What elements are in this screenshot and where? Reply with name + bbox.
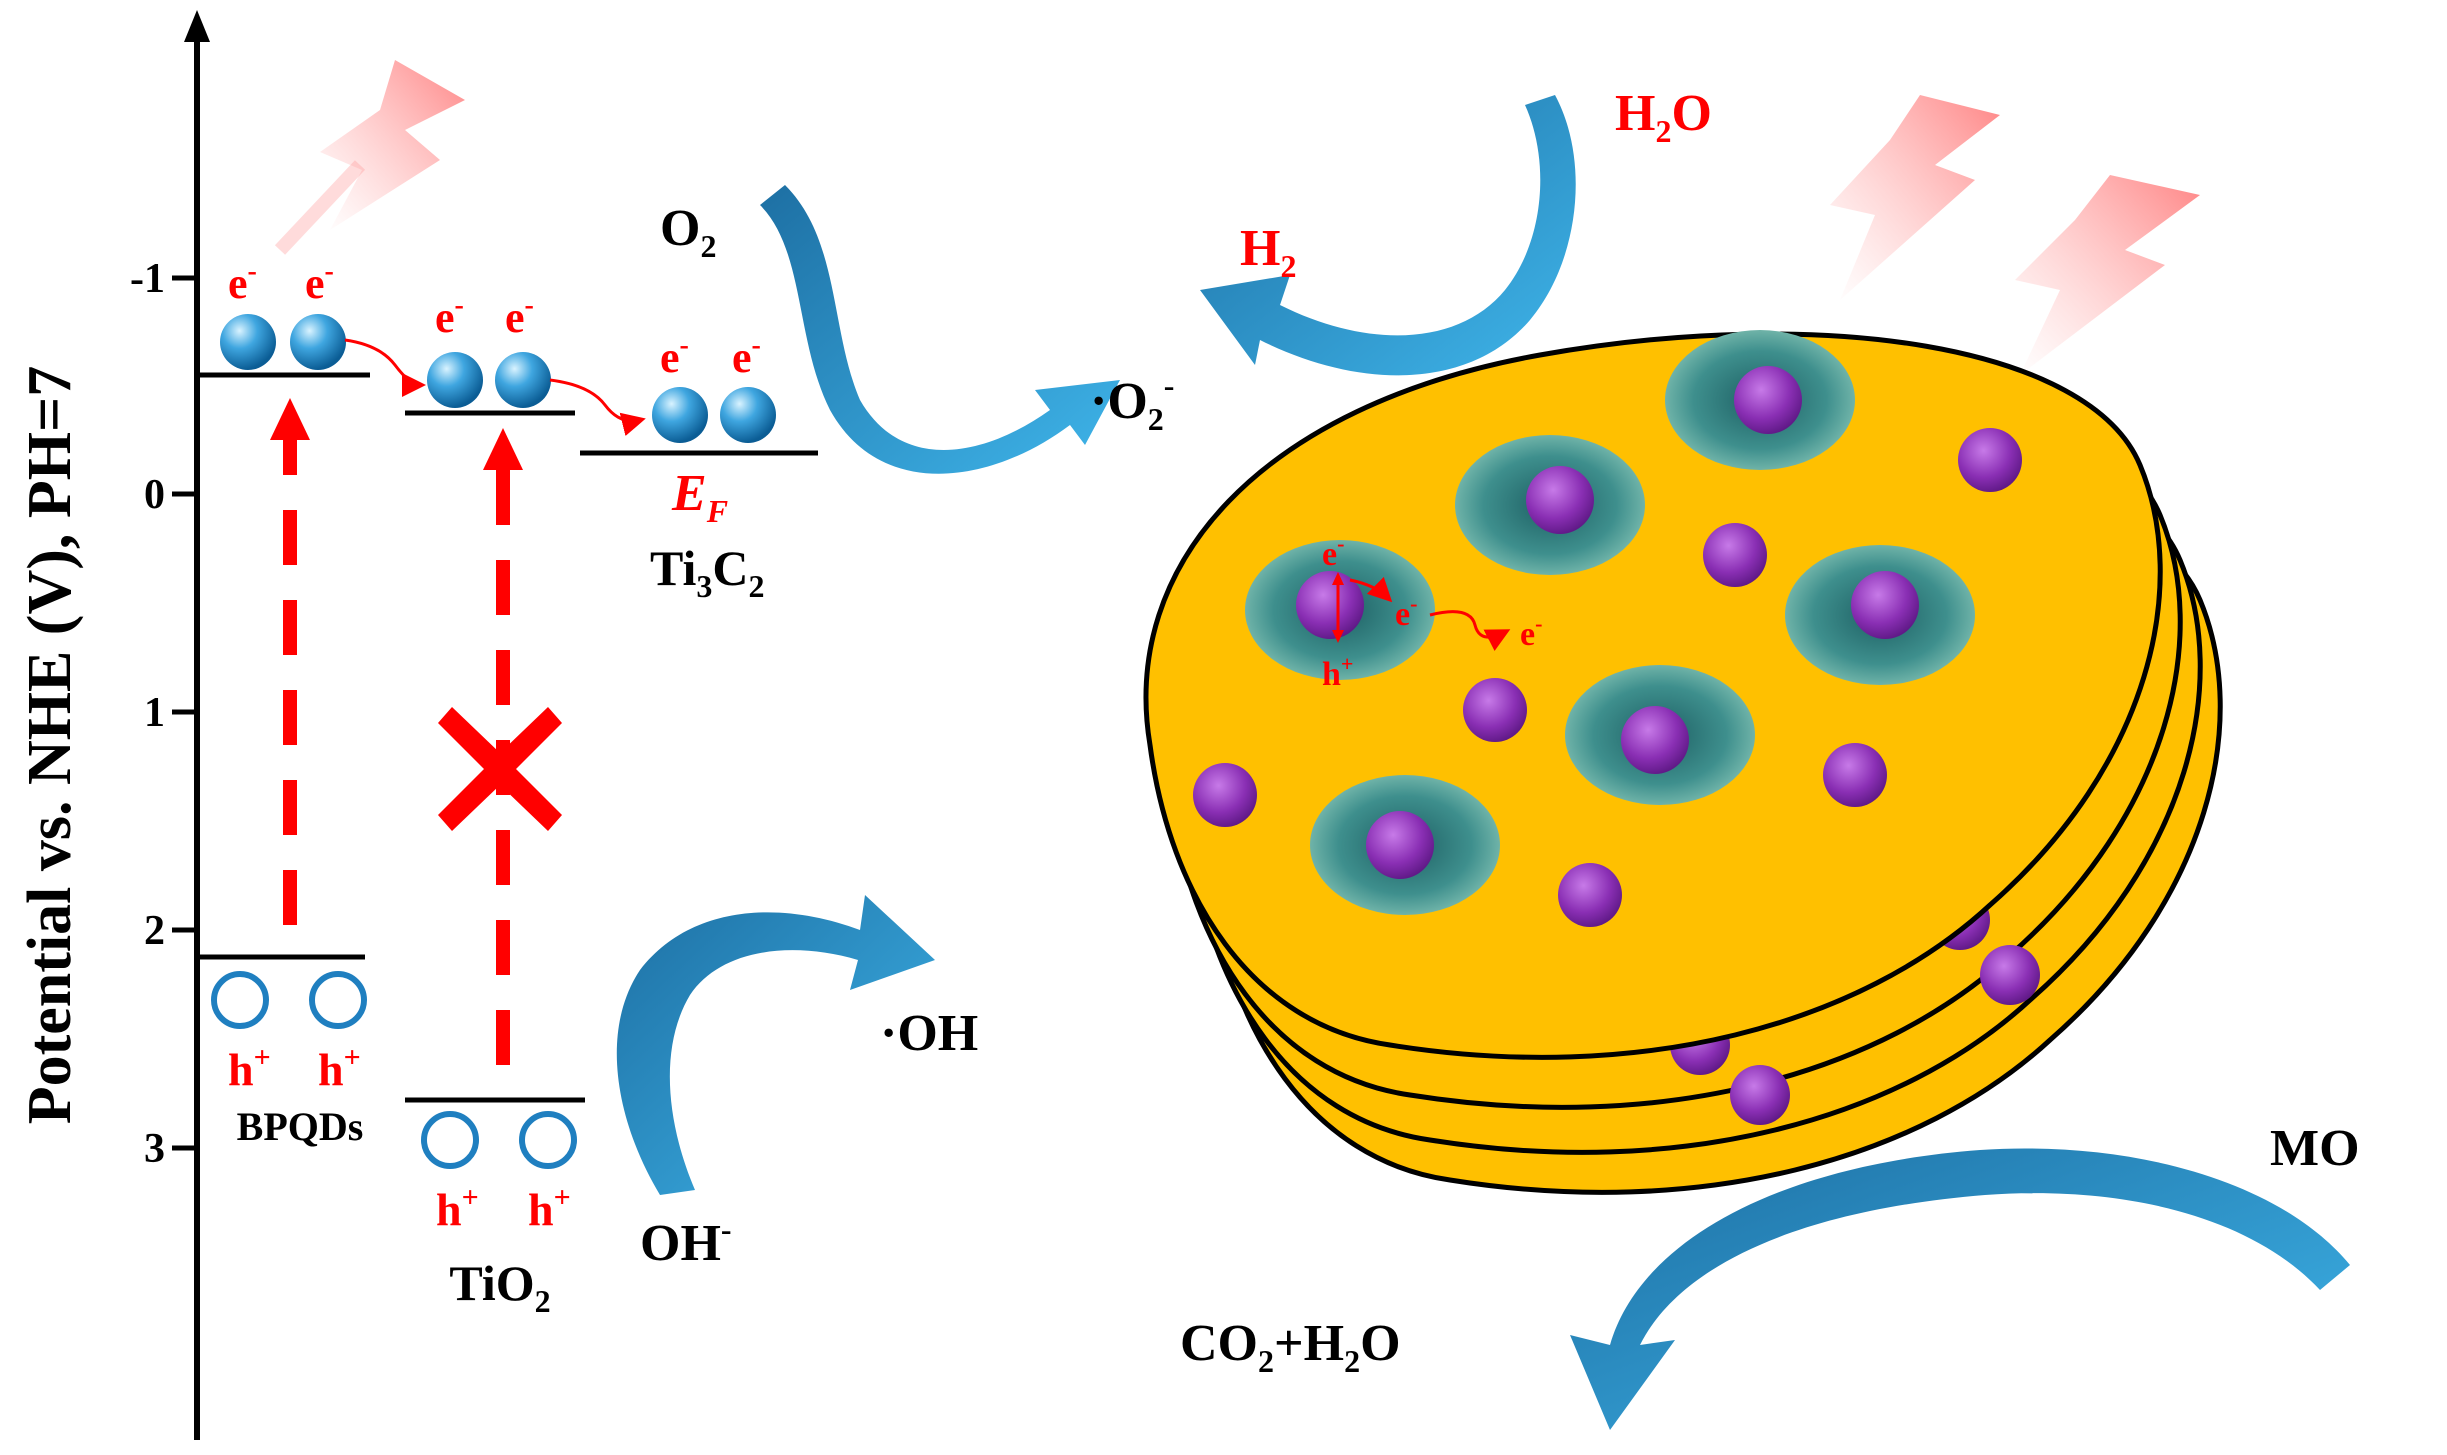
ti3c2-label: Ti3C2 [650,540,764,604]
hole-label: h+ [528,1181,571,1235]
light-bolt-icon [1830,95,2000,300]
electron-label: e- [1322,531,1344,573]
quantum-dot [1193,763,1257,827]
o2-reduction-arrow [760,185,1120,474]
hole-ring [211,971,269,1029]
quantum-dot [1558,863,1622,927]
reaction-arrows: O2 ·O2- H2O H2 ·OH OH- MO CO2+H2O [616,85,2360,1430]
tick-label: -1 [130,256,165,302]
quantum-dot [1621,706,1689,774]
quantum-dot [1366,811,1434,879]
arrowhead [1332,630,1344,643]
tick-label: 3 [144,1126,165,1172]
bpqds-label: BPQDs [237,1104,364,1149]
fermi-level-label: EF [671,465,728,529]
light-beam [274,160,366,255]
electron-label: e- [228,256,257,308]
tick-label: 2 [144,908,165,954]
hole-ring [309,971,367,1029]
hole-label: h+ [318,1041,361,1095]
superoxide-label: ·O2- [1090,367,1174,437]
quantum-dot [1980,945,2040,1005]
quantum-dot [1296,571,1364,639]
hole-label: h+ [228,1041,271,1095]
quantum-dot [1463,678,1527,742]
electron-transfer-arrow [549,378,646,436]
tick-label: 0 [144,472,165,518]
electron-label: e- [505,290,534,342]
quantum-dot [1823,743,1887,807]
hydroxyl-oxidation-arrow [616,895,935,1195]
hydroxide-label: OH- [640,1211,732,1272]
axis-label: Potential vs. NHE (V), PH=7 [16,366,84,1125]
hole-label: h+ [436,1181,479,1235]
degradation-arrow [1570,1148,2350,1430]
electron-transfer-arrow [1429,610,1511,651]
hydroxyl-radical-label: ·OH [880,1005,978,1062]
mo-label: MO [2270,1120,2360,1177]
electron-label: e- [435,290,464,342]
quantum-dot [1851,571,1919,639]
electron-ball [720,387,776,443]
electron-ball [495,352,551,408]
electron-label: e- [1520,611,1542,653]
tick-label: 1 [144,690,165,736]
hole-ring [519,1111,577,1169]
hole-ring [421,1111,479,1169]
electron-ball [290,314,346,370]
electron-transfer-arrow [344,338,426,397]
axis-arrowhead [184,10,210,42]
potential-axis: -1 0 1 2 3 Potential vs. NHE (V), PH=7 [16,10,210,1440]
light-bolt-icon [2015,175,2200,375]
electron-ball [427,352,483,408]
quantum-dot [1703,523,1767,587]
electron-transfer-arrow [1349,576,1393,603]
quantum-dot [1730,1065,1790,1125]
light-source [1830,95,2200,375]
hole-label: h+ [1322,651,1353,693]
band-diagram: e- e- h+ h+ BPQDs e- e- h+ h+ TiO2 e- e- [200,60,818,1319]
blocked-cross-icon [438,707,562,831]
electron-label: e- [305,256,334,308]
light-bolt-icon [320,60,465,230]
electron-label: e- [660,330,689,382]
ti3c2-sheet-stack: e- h+ e- e- [1143,330,2223,1195]
h2-label: H2 [1240,220,1296,284]
electron-ball [652,387,708,443]
quantum-dot [1734,366,1802,434]
water-splitting-arrow [1200,95,1576,376]
quantum-dot [1526,466,1594,534]
tio2-label: TiO2 [449,1255,550,1319]
quantum-dot [1958,428,2022,492]
electron-ball [220,314,276,370]
arrowhead [270,398,310,440]
charge-separation-inset: e- h+ e- e- [1322,531,1542,693]
arrowhead [483,428,523,470]
electron-label: e- [732,330,761,382]
electron-label: e- [1395,591,1417,633]
products-label: CO2+H2O [1180,1315,1401,1379]
o2-label: O2 [660,200,716,264]
arrowhead [1332,572,1344,585]
water-label: H2O [1615,85,1712,149]
